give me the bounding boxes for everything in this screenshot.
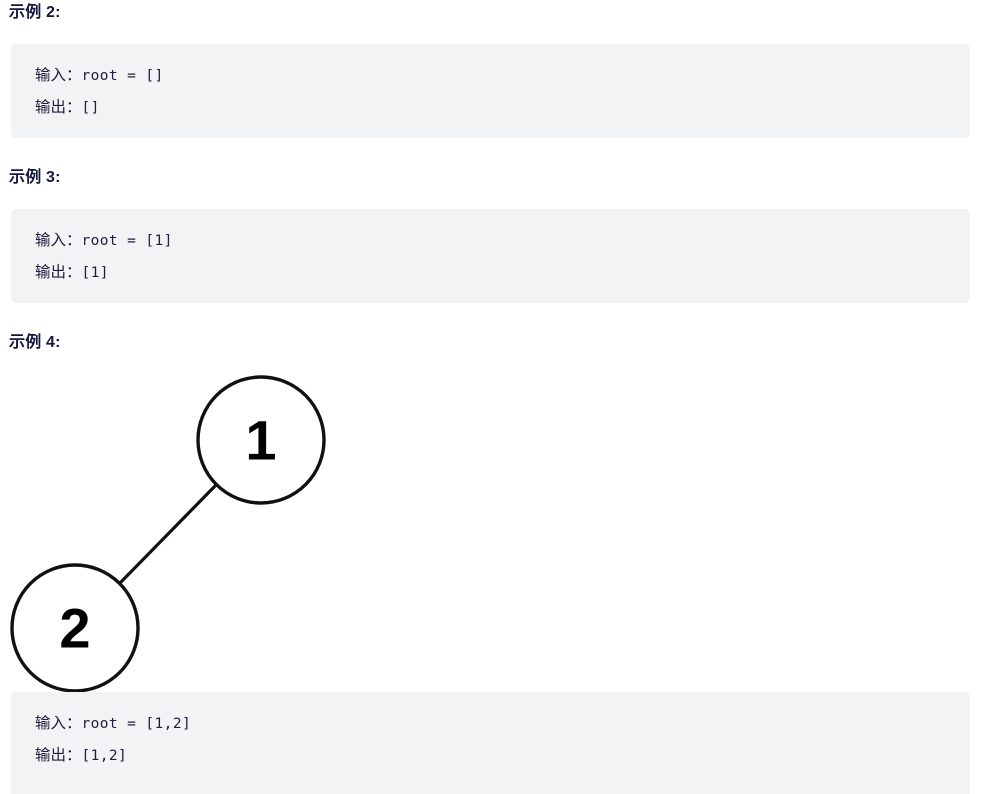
input-label: 输入：: [35, 232, 82, 249]
output-value: [1]: [81, 265, 109, 281]
example-3-output-line: 输出：[1]: [35, 257, 970, 289]
tree-node-root-circle: [196, 375, 326, 505]
example-2-output-line: 输出：[]: [35, 92, 970, 124]
example-4-code-block: 输入：root = [1,2] 输出：[1,2]: [11, 692, 970, 794]
example-4-heading: 示例 4:: [9, 334, 61, 351]
input-value: root = [1,2]: [81, 716, 192, 732]
output-label: 输出：: [35, 99, 82, 116]
output-value: [1,2]: [81, 748, 128, 764]
example-2-input-line: 输入：root = []: [35, 60, 970, 92]
example-3-input-line: 输入：root = [1]: [35, 225, 970, 257]
example-2-code-block: 输入：root = [] 输出：[]: [11, 44, 970, 138]
example-4-output-line: 输出：[1,2]: [35, 740, 970, 772]
input-label: 输入：: [35, 715, 82, 732]
input-value: root = [1]: [81, 233, 173, 249]
tree-edge-root-left: [118, 483, 218, 585]
output-value: []: [81, 100, 100, 116]
example-4-input-line: 输入：root = [1,2]: [35, 708, 970, 740]
input-label: 输入：: [35, 67, 82, 84]
example-3-code-block: 输入：root = [1] 输出：[1]: [11, 209, 970, 303]
tree-node-root-label: 1: [245, 409, 276, 472]
tree-node-left-circle: [10, 563, 140, 693]
output-label: 输出：: [35, 264, 82, 281]
input-value: root = []: [81, 68, 164, 84]
output-label: 输出：: [35, 747, 82, 764]
example-2-heading: 示例 2:: [9, 4, 61, 21]
example-3-heading: 示例 3:: [9, 169, 61, 186]
tree-node-left-label: 2: [59, 597, 90, 660]
binary-tree-diagram: 1 2: [0, 360, 400, 700]
